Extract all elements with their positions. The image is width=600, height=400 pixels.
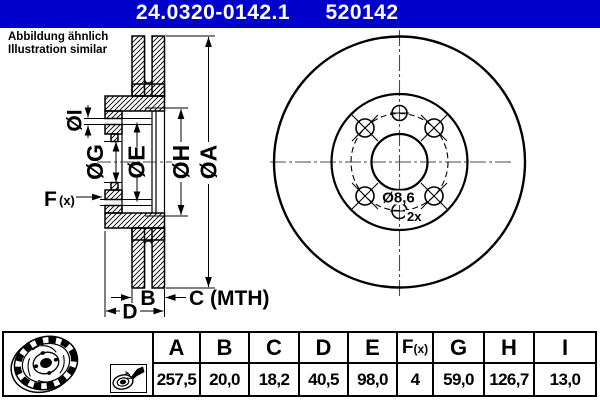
col-c-header: C: [250, 333, 298, 364]
vent-slot-bot: [144, 240, 153, 288]
dim-label-h: ØH: [168, 145, 194, 180]
col-i-header: I: [535, 333, 595, 364]
vent-slot-top: [144, 36, 153, 84]
table-col-e: E 98,0: [347, 333, 396, 395]
ring-bridge-bot: [131, 227, 166, 241]
col-g-value: 59,0: [443, 369, 474, 389]
coating-icon-box: [110, 364, 147, 393]
pilot-step-bot: [110, 181, 119, 191]
dimension-labels: ØI ØG ØE ØH ØA F (x) B C (MTH) D: [44, 109, 269, 323]
flange-top-b: [104, 123, 123, 135]
note-line-de: Abbildung ähnlich: [8, 31, 109, 43]
product-image-cell: [4, 333, 152, 395]
col-e-value: 98,0: [357, 369, 388, 389]
table-col-i: I 13,0: [533, 333, 595, 395]
ring-bridge-top: [131, 83, 166, 97]
table-col-a: A 257,5: [152, 333, 199, 395]
bolt-holes: [351, 114, 448, 210]
section-view: [104, 35, 166, 289]
dim-label-i: ØI: [63, 109, 86, 131]
dim-label-e: ØE: [124, 145, 150, 178]
col-i-value: 13,0: [549, 369, 581, 389]
brake-disc-illustration-icon: [10, 335, 79, 394]
hat-diameter-circle: [330, 92, 469, 232]
spec-table: A 257,5 B 20,0 C 18,2 D 40,5 E 98,0 F(x)…: [2, 331, 597, 397]
dim-label-f-sub: (x): [59, 193, 75, 208]
col-h-value: 126,7: [489, 369, 529, 389]
dim-label-d: D: [122, 301, 137, 324]
col-d-value: 40,5: [308, 369, 339, 389]
dim-label-c: C (MTH): [189, 287, 269, 310]
col-f-value: 4: [410, 369, 420, 389]
note-line-en: Illustration similar: [8, 44, 108, 56]
part-number: 24.0320-0142.1: [135, 1, 291, 24]
col-b-header: B: [201, 333, 248, 364]
catalog-number: 520142: [325, 1, 399, 24]
dim-label-a: ØA: [196, 145, 222, 180]
col-h-header: H: [485, 333, 533, 364]
col-c-value: 18,2: [258, 369, 290, 389]
dimension-lines: [76, 35, 215, 317]
illustration-note: Abbildung ähnlich Illustration similar: [8, 31, 108, 57]
locating-hole-top: [390, 104, 409, 122]
col-f-header: F(x): [398, 333, 432, 364]
dim-label-g: ØG: [82, 144, 108, 180]
flange-bot-a: [104, 204, 123, 214]
col-b-value: 20,0: [209, 369, 240, 389]
pilot-step-top: [110, 133, 119, 143]
col-a-value: 257,5: [156, 369, 197, 389]
dim-label-f: F: [44, 188, 57, 211]
hole-count-label: 2x: [407, 209, 422, 224]
hat-wall-top: [104, 95, 166, 112]
center-bore-circle: [370, 132, 429, 192]
table-col-b: B 20,0: [199, 333, 248, 395]
col-d-header: D: [300, 333, 347, 364]
dim-label-b: B: [140, 287, 155, 310]
col-a-header: A: [154, 333, 199, 364]
table-col-c: C 18,2: [248, 333, 298, 395]
table-col-h: H 126,7: [483, 333, 533, 395]
table-col-d: D 40,5: [298, 333, 347, 395]
coating-spray-icon: [112, 366, 145, 390]
flange-top-a: [104, 110, 123, 120]
front-view: Ø8,6 2x: [270, 30, 527, 296]
outer-diameter-circle: [272, 35, 527, 289]
col-f-header-main: F: [401, 336, 414, 358]
table-col-g: G 59,0: [432, 333, 483, 395]
hat-wall-bot: [104, 212, 166, 229]
col-g-header: G: [434, 333, 483, 364]
table-col-f: F(x) 4: [396, 333, 432, 395]
flange-bot-b: [104, 189, 123, 201]
col-e-header: E: [349, 333, 396, 364]
col-f-header-sub: (x): [413, 341, 429, 356]
hole-diameter-label: Ø8,6: [382, 190, 415, 207]
title-bar: 24.0320-0142.1 520142: [0, 0, 600, 28]
